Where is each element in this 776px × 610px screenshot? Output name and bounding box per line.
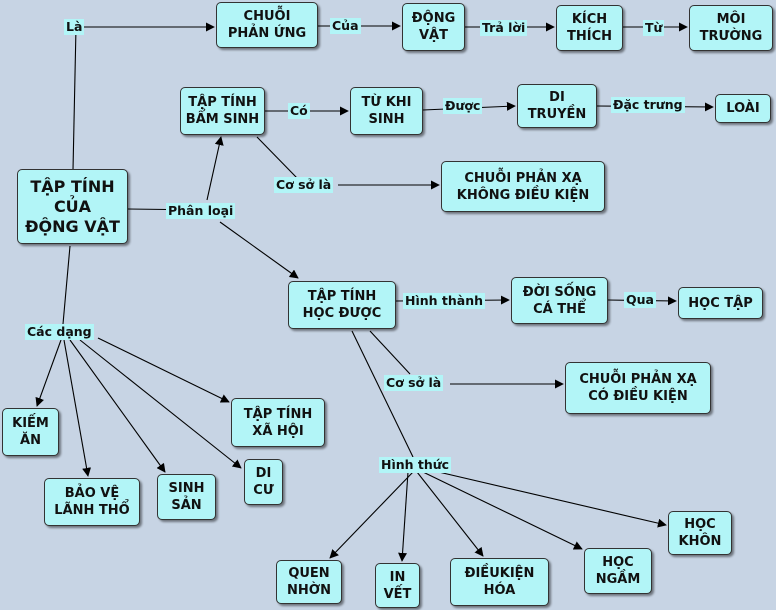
label-tu: Từ: [643, 20, 665, 36]
label-hinh-thuc: Hình thức: [379, 457, 452, 473]
node-di-cu[interactable]: DI CƯ: [244, 459, 283, 505]
node-moi-truong[interactable]: MÔI TRƯỜNG: [689, 5, 773, 51]
node-khong-dieu-kien[interactable]: CHUỖI PHẢN XẠ KHÔNG ĐIỀU KIỆN: [441, 161, 605, 212]
node-chuoi-phan-ung[interactable]: CHUỖI PHẢN ỨNG: [216, 2, 318, 48]
label-co-so-la-1: Cơ sở là: [274, 177, 334, 193]
node-dong-vat[interactable]: ĐỘNG VẬT: [402, 3, 465, 51]
label-co-so-la-2: Cơ sở là: [384, 375, 444, 391]
node-root[interactable]: TẬP TÍNH CỦA ĐỘNG VẬT: [17, 169, 128, 244]
node-hoc-khon[interactable]: HỌC KHÔN: [668, 511, 732, 555]
node-dieu-kien-hoa[interactable]: ĐIỀUKIỆN HÓA: [450, 558, 549, 606]
node-hoc-tap[interactable]: HỌC TẬP: [678, 287, 763, 319]
node-co-dieu-kien[interactable]: CHUỖI PHẢN XẠ CÓ ĐIỀU KIỆN: [565, 362, 711, 414]
line-root-cacdang: [62, 245, 71, 325]
node-bam-sinh[interactable]: TẬP TÍNH BẨM SINH: [180, 87, 265, 135]
arrow-hinhthuc-hocngam: [422, 471, 583, 550]
node-doi-song[interactable]: ĐỜI SỐNG CÁ THỂ: [511, 277, 608, 324]
label-hinh-thanh: Hình thành: [403, 293, 486, 309]
label-qua: Qua: [624, 292, 656, 308]
arrow-hinhthuc-invet: [398, 471, 409, 562]
node-tu-khi-sinh[interactable]: TỪ KHI SINH: [350, 87, 423, 135]
node-sinh-san[interactable]: SINH SẢN: [157, 474, 216, 520]
label-tra-loi: Trả lời: [480, 20, 528, 36]
label-duoc: Được: [443, 98, 483, 114]
node-bao-ve[interactable]: BẢO VỆ LÃNH THỔ: [44, 478, 140, 526]
arrow-cacdang-kieman: [35, 339, 62, 407]
node-di-truyen[interactable]: DI TRUYỀN: [517, 84, 597, 128]
arrow-cacdang-baove: [63, 339, 92, 477]
arrow-phanloai-hocduoc: [219, 221, 299, 279]
line-hocduoc-cosola: [369, 330, 411, 375]
label-la: Là: [64, 19, 85, 35]
arrow-hinhthuc-quennhon: [329, 471, 414, 559]
label-phan-loai: Phân loại: [166, 203, 236, 219]
arrow-cacdang-sinhsan: [69, 339, 166, 473]
arrow-cacdang-dicu: [79, 339, 242, 469]
label-cua: Của: [330, 18, 361, 34]
node-kich-thich[interactable]: KÍCH THÍCH: [556, 5, 623, 51]
arrow-phanloai-bamsinh: [206, 136, 224, 201]
arrow-hinhthuc-dieukienhoa: [416, 471, 484, 557]
label-dac-trung: Đặc trưng: [611, 97, 685, 113]
node-xa-hoi[interactable]: TẬP TÍNH XÃ HỘI: [231, 398, 325, 447]
node-in-vet[interactable]: IN VẾT: [375, 563, 420, 608]
label-co: Có: [288, 103, 310, 119]
line-hocduoc-hinhthuc: [351, 330, 414, 458]
node-kiem-an[interactable]: KIẾM ĂN: [2, 408, 59, 456]
line-bamsinh-cosola: [256, 136, 298, 179]
label-cac-dang: Các dạng: [25, 324, 94, 340]
arrow-hinhthuc-hockhon: [429, 469, 667, 528]
node-quen-nhon[interactable]: QUEN NHỜN: [276, 560, 342, 604]
node-loai[interactable]: LOÀI: [715, 94, 771, 123]
node-hoc-duoc[interactable]: TẬP TÍNH HỌC ĐƯỢC: [288, 281, 396, 329]
node-hoc-ngam[interactable]: HỌC NGẦM: [584, 548, 652, 594]
line-root-la: [72, 26, 77, 171]
arrow-cacdang-xahoi: [97, 337, 230, 403]
